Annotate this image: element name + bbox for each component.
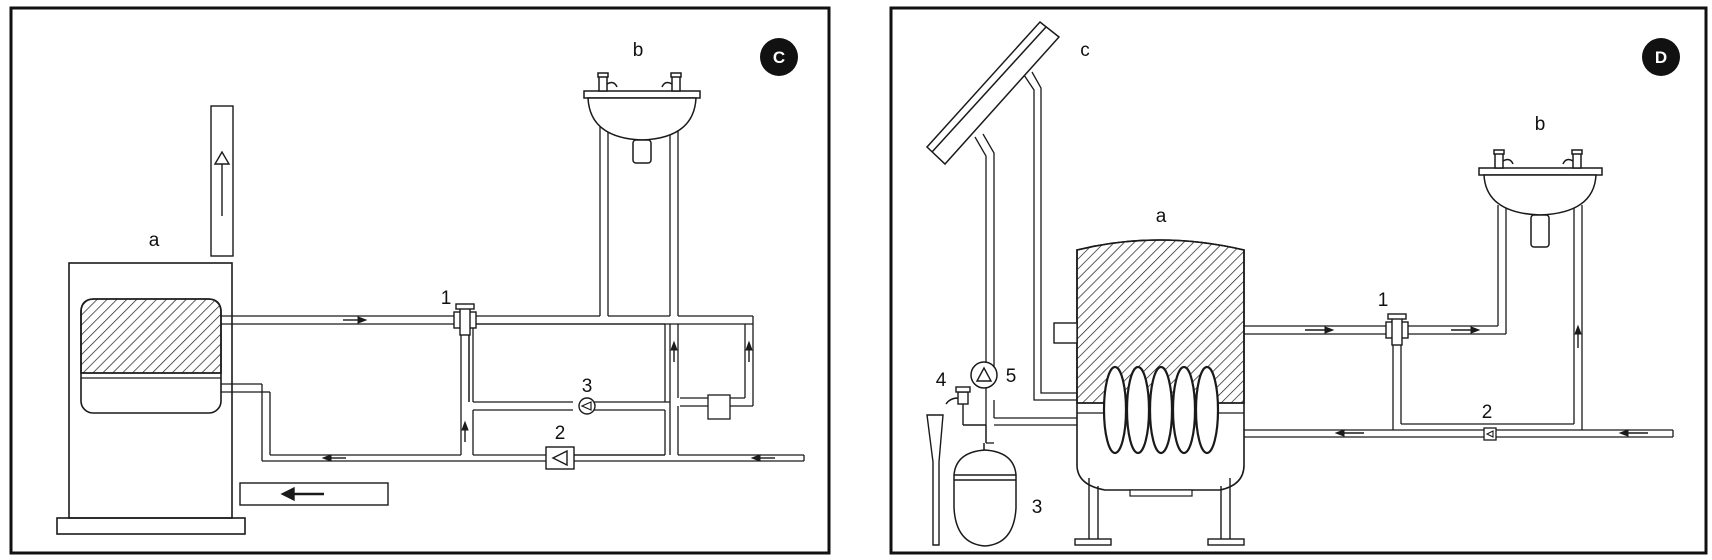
label-check-valve-d: 2 bbox=[1482, 402, 1493, 423]
label-mixing-valve-d: 1 bbox=[1378, 290, 1389, 311]
drain-funnel bbox=[926, 414, 944, 546]
label-mixing-valve-c: 1 bbox=[441, 288, 452, 309]
label-check-valve-c: 2 bbox=[555, 423, 566, 444]
expansion-vessel bbox=[953, 443, 1017, 547]
solar-loop-pipes bbox=[974, 71, 1080, 444]
panel-d: D c 5 bbox=[889, 6, 1708, 555]
solar-collector bbox=[925, 20, 1061, 166]
check-valve-c bbox=[545, 446, 575, 470]
label-sink-c: b bbox=[633, 40, 644, 61]
heat-exchanger-coil bbox=[1102, 365, 1220, 455]
panel-d-frame bbox=[889, 6, 1708, 555]
mixing-valve-d bbox=[1385, 313, 1409, 346]
flue-indicator bbox=[210, 105, 234, 257]
check-valve-d bbox=[1483, 427, 1497, 441]
sink-c bbox=[583, 72, 701, 164]
label-pump-d: 5 bbox=[1006, 366, 1017, 387]
boiler-tank bbox=[80, 298, 222, 414]
boiler-cabinet bbox=[56, 262, 246, 535]
safety-valve bbox=[945, 386, 986, 426]
flow-arrows-c bbox=[321, 316, 775, 462]
label-tank-d: a bbox=[1156, 206, 1167, 227]
flow-arrows-d bbox=[1305, 324, 1648, 437]
sink-d bbox=[1478, 149, 1603, 248]
pipes-d bbox=[1244, 205, 1674, 438]
panel-c: C a bbox=[9, 6, 831, 555]
pipes-c bbox=[221, 118, 805, 462]
panel-c-badge-text: C bbox=[773, 48, 785, 67]
pump-c bbox=[578, 397, 596, 415]
label-sink-d: b bbox=[1535, 114, 1546, 135]
label-pump-c: 3 bbox=[582, 376, 593, 397]
pump-d bbox=[970, 361, 998, 389]
label-collector: c bbox=[1080, 40, 1090, 61]
label-safety-valve: 4 bbox=[936, 370, 947, 391]
mixing-valve-c bbox=[453, 303, 477, 336]
panel-d-badge: D bbox=[1642, 38, 1680, 76]
panel-c-badge: C bbox=[760, 38, 798, 76]
panel-d-badge-text: D bbox=[1655, 48, 1667, 67]
inflow-indicator bbox=[239, 482, 389, 506]
label-tank-c: a bbox=[149, 230, 160, 251]
panel-c-frame bbox=[9, 6, 831, 555]
label-expansion-vessel: 3 bbox=[1032, 497, 1043, 518]
